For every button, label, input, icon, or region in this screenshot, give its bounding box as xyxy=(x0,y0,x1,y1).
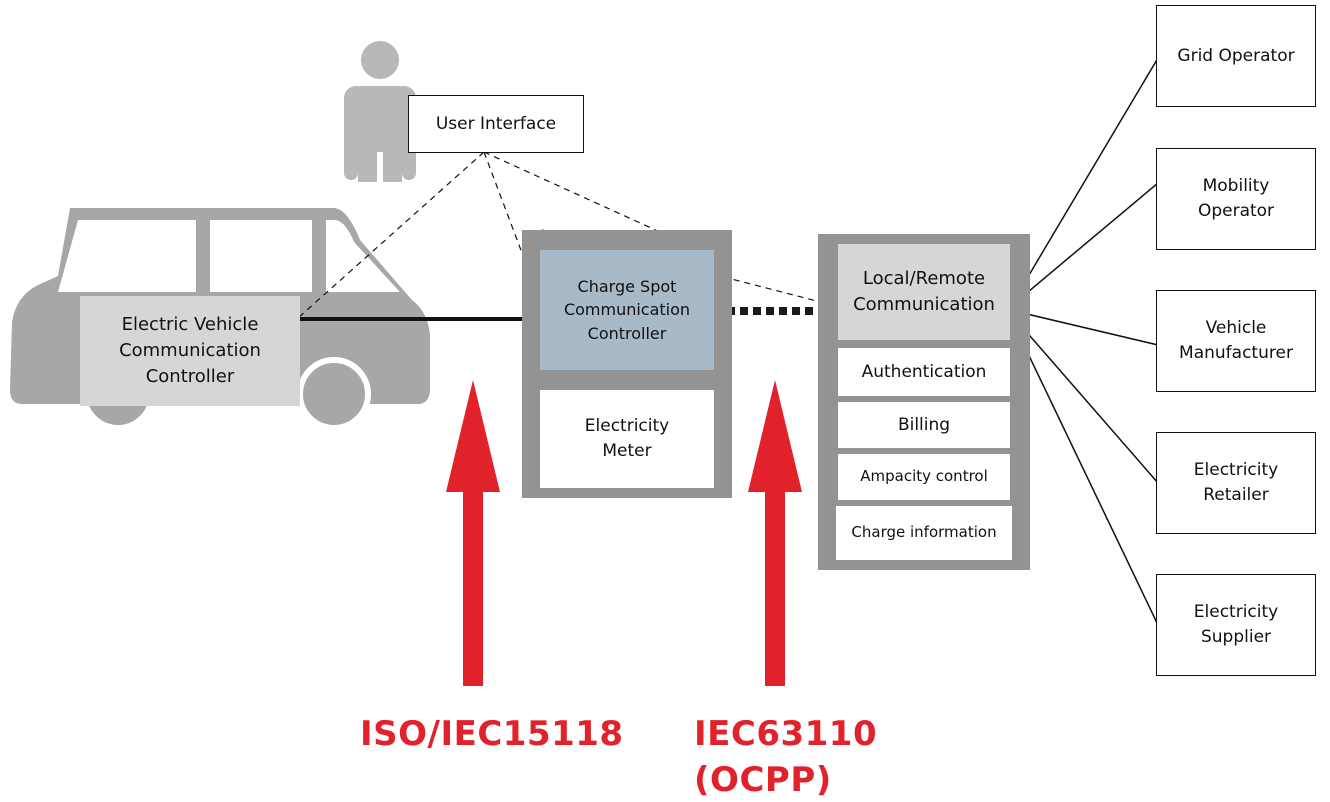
charge-spot-controller: Charge Spot Communication Controller xyxy=(540,250,714,370)
local-remote-communication: Local/Remote Communication xyxy=(838,244,1010,340)
stakeholder-electricity-supplier: Electricity Supplier xyxy=(1156,574,1316,676)
user-interface-box: User Interface xyxy=(408,95,584,153)
stakeholder-links xyxy=(1009,57,1159,626)
backend-function-authentication: Authentication xyxy=(838,348,1010,396)
arrow-up-icon xyxy=(446,380,802,686)
ev-communication-controller: Electric Vehicle Communication Controlle… xyxy=(80,296,300,406)
backend-function-charge-information: Charge information xyxy=(836,506,1012,560)
person-icon xyxy=(344,41,416,182)
electricity-meter: Electricity Meter xyxy=(540,390,714,488)
backend-function-billing: Billing xyxy=(838,402,1010,448)
standard-iec-63110-label: IEC63110 (OCPP) xyxy=(694,714,878,800)
stakeholder-vehicle-manufacturer: Vehicle Manufacturer xyxy=(1156,290,1316,392)
backend-function-ampacity-control: Ampacity control xyxy=(838,454,1010,500)
stakeholder-electricity-retailer: Electricity Retailer xyxy=(1156,432,1316,534)
standard-iso-iec-15118-label: ISO/IEC15118 xyxy=(360,714,624,754)
stakeholder-mobility-operator: Mobility Operator xyxy=(1156,148,1316,250)
stakeholder-grid-operator: Grid Operator xyxy=(1156,5,1316,107)
